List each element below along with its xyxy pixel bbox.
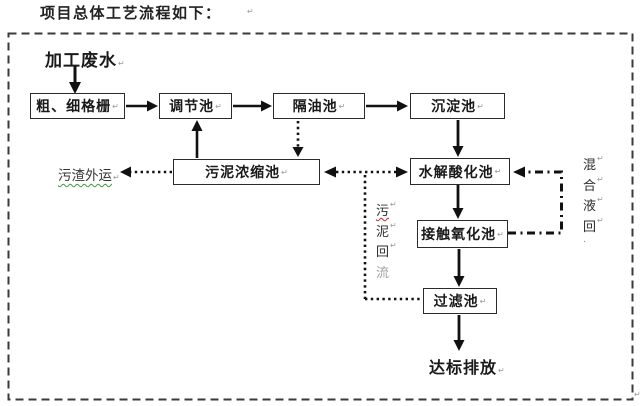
return-mark: ↵ [479,296,487,306]
dotted-line-filtration-return [363,175,421,301]
return-mark: ↵ [498,366,505,375]
box-sedimentation-tank: 沉淀池↵ [410,93,505,119]
return-mark: ↵ [118,59,125,68]
return-mark: ↵ [597,215,604,225]
return-mark: ↵ [113,173,120,182]
return-mark: ↵ [477,101,484,111]
return-mark: ↵ [338,101,346,111]
return-mark: ↵ [390,200,397,209]
box-coarse-fine-screen: 粗、细格栅↵ [30,93,125,119]
arrow-wastewater-to-screen [69,66,81,94]
box-sludge-thickening-tank: 污泥浓缩池↵ [173,159,320,185]
return-mark: ↵ [215,101,222,111]
arrow-oxidation-to-filtration [453,249,465,287]
arrow-filtration-to-discharge [453,315,465,351]
arrow-sedimentation-to-hydrolysis [452,120,464,157]
label-mixed-liquor-return: 混↵ 合↵ 液↵ 回↵ · [583,154,604,247]
diagram-dashed-border [7,32,634,401]
box-oil-separation-tank: 隔油池↵ [273,93,365,119]
arrow-regulating-to-oilseparation [233,100,272,112]
dashdot-mixed-liquor-return [508,166,563,235]
paragraph-return-mark: ↵ [247,7,254,16]
arrow-screen-to-regulating [126,100,158,112]
return-mark: ↵ [597,195,604,204]
return-mark: ↵ [390,220,397,230]
label-process-wastewater: 加工废水↵ [45,51,125,70]
return-mark: ↵ [281,167,288,177]
label-sludge-return: 污↵ 泥↵ 回↵ 流 [376,200,397,280]
return-mark: ↵ [597,174,604,184]
label-slag-transport-out: 污渣外运↵ [58,168,120,183]
dotted-sludge-lines [120,121,421,301]
page-title: 项目总体工艺流程如下： [40,5,222,22]
box-contact-oxidation-tank: 接触氧化池↵ [417,220,508,248]
arrow-oilseparation-to-sedimentation [366,100,408,112]
dotted-arrow-thickener-to-slagout [120,166,172,178]
faded-dot: · [583,236,587,247]
return-mark: ↵ [112,101,119,111]
dotted-arrow-oilseparation-to-thickener [292,121,304,157]
solid-flow-arrows [69,66,465,351]
arrow-hydrolysis-to-oxidation [452,185,464,219]
return-mark: ↵ [497,229,504,239]
return-mark: ↵ [494,167,502,176]
dotted-line-thickener-hydrolysis [324,166,408,178]
paragraph-return-mark: ↵ [634,390,640,399]
box-filtration-tank: 过滤池↵ [423,288,497,314]
box-hydrolysis-acidification-tank: 水解酸化池↵ [410,158,510,185]
arrow-thickener-to-regulating [191,120,203,158]
box-regulating-tank: 调节池↵ [159,93,232,119]
label-standard-discharge: 达标排放↵ [429,360,505,377]
return-mark: ↵ [390,241,397,250]
return-mark: ↵ [597,154,604,163]
